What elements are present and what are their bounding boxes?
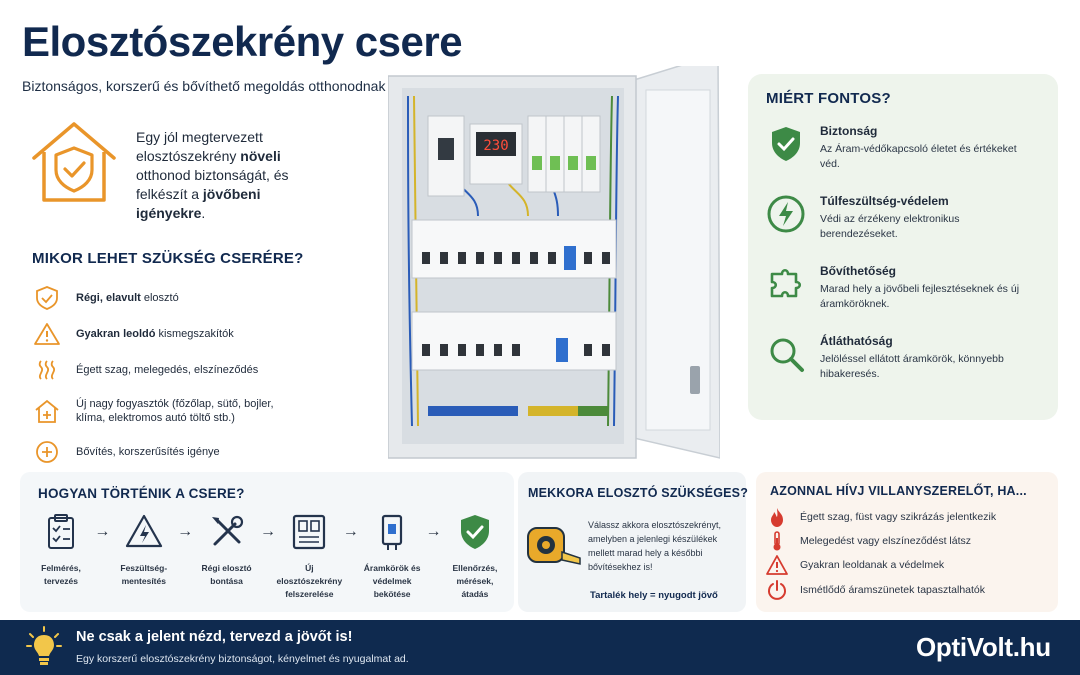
expand-icon — [36, 441, 58, 463]
why-important-panel — [748, 74, 1058, 420]
urgent-item: Melegedést vagy elszíneződést látsz — [766, 530, 971, 552]
house-shield-icon — [32, 122, 116, 202]
tools-icon — [211, 515, 243, 546]
process-steps: Felmérés, tervezés → Feszültség-mentesít… — [30, 512, 506, 602]
high-voltage-icon — [125, 514, 162, 548]
step-install: Új elosztószekrény felszerelése — [277, 512, 342, 602]
brand-logo-text: OptiVolt.hu — [916, 632, 1051, 662]
mikor-list: Régi, elavult elosztó Gyakran leoldó kis… — [32, 280, 332, 470]
shield-check-icon — [36, 286, 58, 310]
warning-icon — [34, 323, 60, 345]
lightbulb-icon — [26, 626, 62, 665]
step-wiring: Áramkörök és védelmek bekötése — [361, 512, 423, 602]
thermometer-icon — [773, 531, 781, 551]
size-reserve-note: Tartalék hely = nyugodt jövő — [590, 590, 718, 601]
step-deenergize: Feszültség-mentesítés — [113, 512, 175, 602]
step-handover: Ellenőrzés, mérések, átadás — [444, 512, 506, 602]
house-plus-icon — [35, 399, 59, 423]
section-title-how: HOGYAN TÖRTÉNIK A CSERE? — [38, 486, 245, 501]
list-item: Bővítés, korszerűsítés igénye — [32, 434, 332, 470]
puzzle-icon — [770, 268, 802, 298]
step-dismantle: Régi elosztó bontása — [196, 512, 258, 602]
section-title-urgent: AZONNAL HÍVJ VILLANYSZERELŐT, HA... — [770, 484, 1027, 498]
footer-headline: Ne csak a jelent nézd, tervezd a jövőt i… — [76, 629, 353, 645]
heat-waves-icon — [38, 360, 56, 380]
urgent-item: Égett szag, füst vagy szikrázás jelentke… — [766, 506, 996, 528]
list-item: Égett szag, melegedés, elszíneződés — [32, 352, 332, 388]
magnifier-icon — [770, 338, 804, 372]
distribution-cabinet-illustration: 230 — [388, 66, 720, 459]
how-panel — [20, 472, 514, 612]
step-survey: Felmérés, tervezés — [30, 512, 92, 602]
panel-icon — [293, 514, 326, 550]
list-item: Régi, elavult elosztó — [32, 280, 332, 316]
list-item: Új nagy fogyasztók (főzőlap, sütő, bojle… — [32, 388, 332, 434]
arrow-icon: → — [177, 523, 194, 540]
footer-subtext: Egy korszerű elosztószekrény biztonságot… — [76, 653, 409, 665]
shield-check-icon — [772, 127, 800, 161]
intro-text: Egy jól megtervezett elosztószekrény növ… — [136, 129, 289, 221]
tape-measure-icon — [527, 527, 581, 565]
flame-icon — [771, 508, 783, 527]
urgent-item: Ismétlődő áramszünetek tapasztalhatók — [766, 579, 985, 601]
urgent-panel — [756, 472, 1058, 612]
power-icon — [768, 580, 786, 600]
lightning-icon — [767, 195, 805, 233]
section-title-why: MIÉRT FONTOS? — [766, 90, 891, 107]
arrow-icon: → — [342, 523, 359, 540]
list-item: Gyakran leoldó kismegszakítók — [32, 316, 332, 352]
section-title-size: MEKKORA ELOSZTÓ SZÜKSÉGES? — [528, 486, 749, 500]
arrow-icon: → — [259, 523, 276, 540]
page-title: Elosztószekrény csere — [22, 18, 463, 65]
urgent-item: Gyakran leoldanak a védelmek — [766, 554, 944, 576]
voltage-display: 230 — [483, 138, 508, 154]
arrow-icon: → — [94, 523, 111, 540]
footer-bar — [0, 620, 1080, 675]
breaker-icon — [382, 514, 403, 550]
size-text: Válassz akkora elosztószekrényt, amelybe… — [588, 520, 722, 572]
warning-icon — [766, 555, 788, 575]
section-title-mikor: MIKOR LEHET SZÜKSÉG CSERÉRE? — [32, 250, 304, 267]
arrow-icon: → — [425, 523, 442, 540]
clipboard-icon — [48, 514, 74, 549]
page-subtitle: Biztonságos, korszerű és bővíthető megol… — [22, 78, 386, 94]
shield-check-icon — [460, 515, 489, 549]
